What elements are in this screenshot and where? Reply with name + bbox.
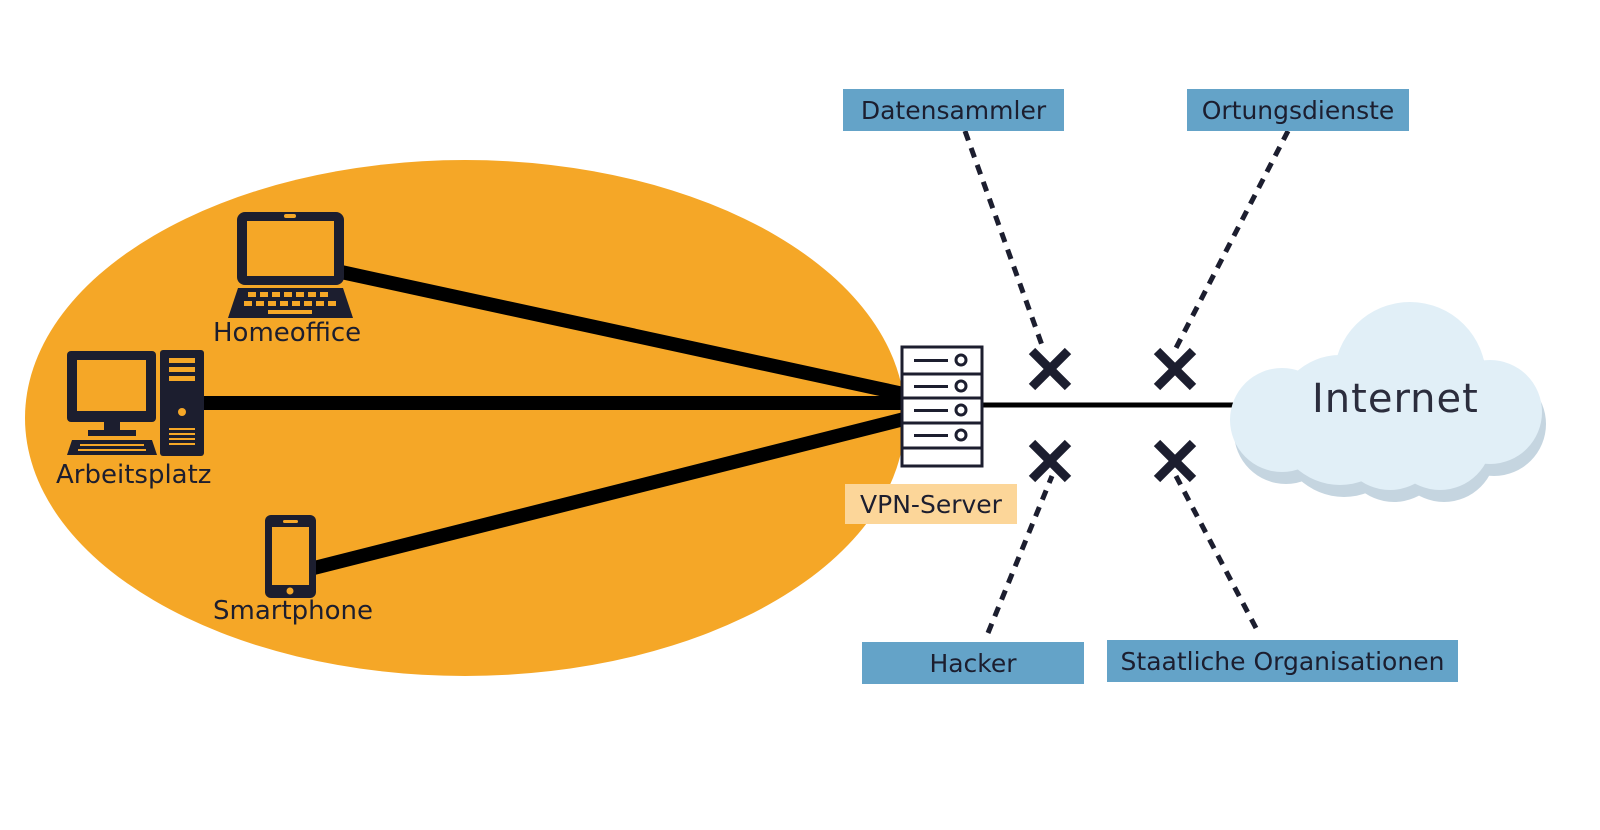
server-rack-icon [900,345,984,468]
threat-datensammler: Datensammler [843,89,1064,131]
cross-icon [1028,439,1072,483]
device-label-homeoffice: Homeoffice [213,318,362,348]
device-label-smartphone: Smartphone [213,596,374,626]
threat-line-datensammler [962,130,1046,349]
threat-hacker: Hacker [862,642,1084,684]
smartphone-icon [265,515,316,598]
threat-line-staatliche [1173,474,1259,630]
threat-staatliche-organisationen: Staatliche Organisationen [1107,640,1458,682]
vpn-server-label: VPN-Server [845,484,1017,524]
cross-icon [1153,347,1197,391]
device-label-arbeitsplatz: Arbeitsplatz [56,460,212,490]
connection-smartphone [312,411,910,575]
threat-ortungsdienste: Ortungsdienste [1187,89,1409,131]
private-network-zone [25,160,905,676]
connection-homeoffice [330,263,910,402]
laptop-icon [228,212,353,318]
cross-icon [1153,439,1197,483]
desktop-computer-icon [67,350,204,456]
threat-line-ortungsdienste [1173,129,1291,350]
cross-icon [1028,347,1072,391]
internet-label: Internet [1312,376,1479,422]
cloud-icon [1230,302,1546,502]
